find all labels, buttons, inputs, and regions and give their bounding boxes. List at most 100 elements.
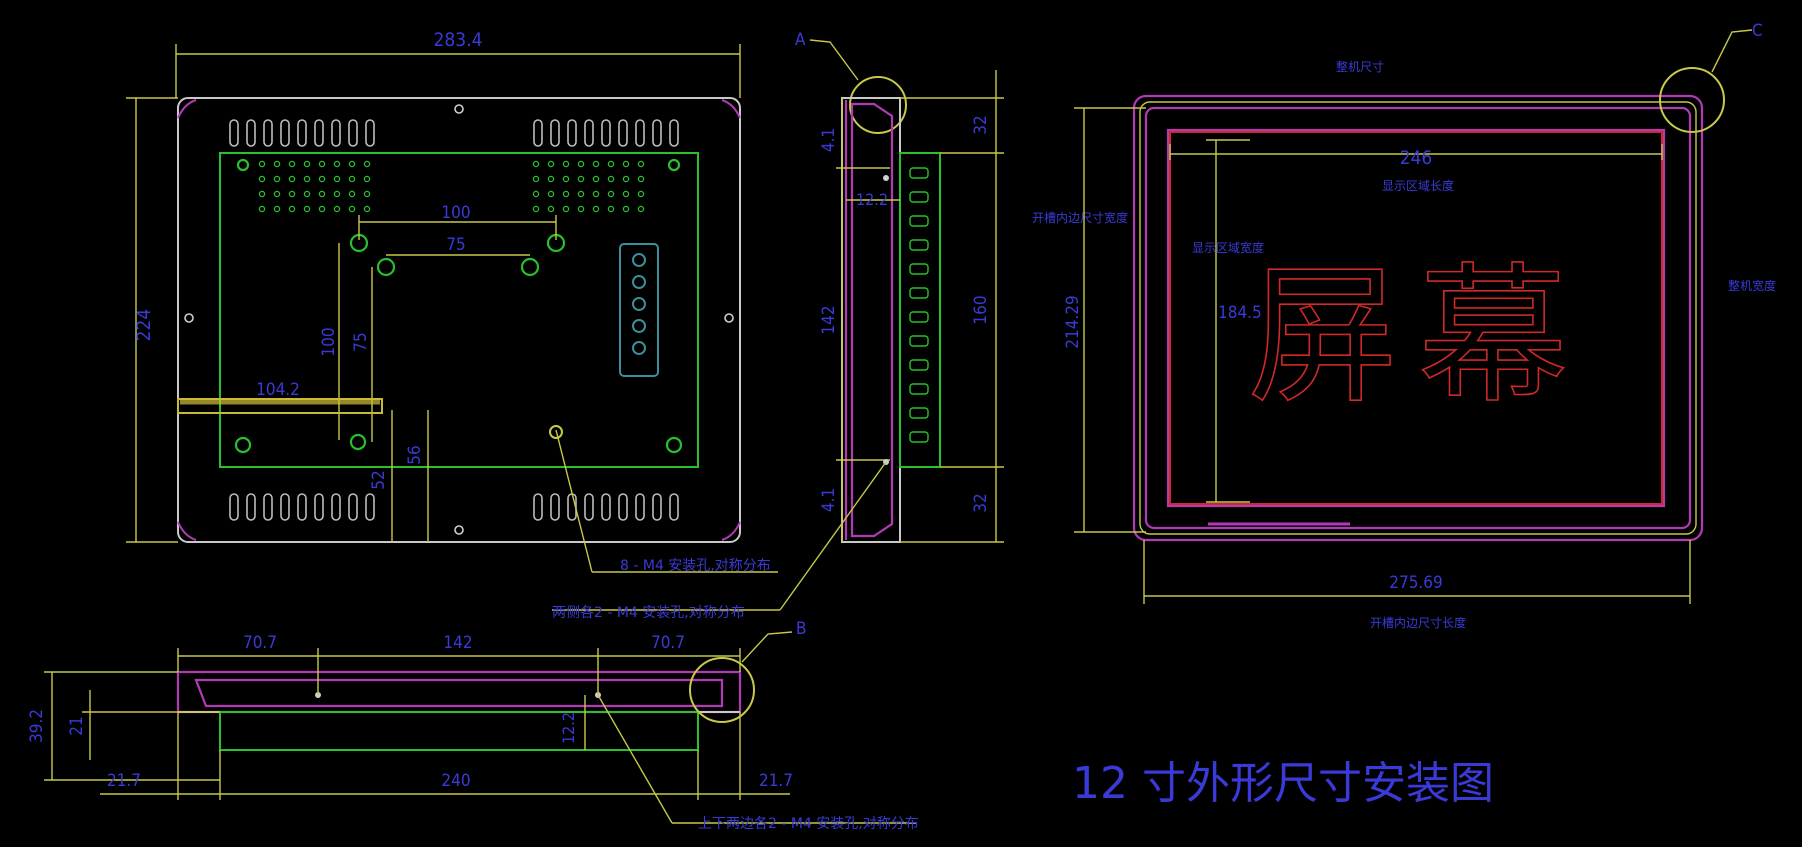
pcb-board bbox=[219, 152, 699, 468]
dim-vesa-75-v: 75 bbox=[351, 267, 373, 442]
connector bbox=[619, 243, 659, 377]
pcb-dot bbox=[288, 160, 296, 168]
pcb-dot bbox=[258, 175, 266, 183]
pcb-dot bbox=[363, 190, 371, 198]
bottom-base-width: 240 bbox=[441, 771, 470, 791]
pcb-dot bbox=[333, 190, 341, 198]
pcb-dot bbox=[592, 160, 600, 168]
vent-slot bbox=[348, 493, 358, 521]
leader-mount-holes: 8 - M4 安装孔,对称分布 bbox=[549, 425, 778, 574]
side-bottom-small: 4.1 bbox=[819, 488, 839, 512]
pcb-dot bbox=[607, 205, 615, 213]
dim-front-width: 283.4 bbox=[175, 29, 741, 98]
offset-y1-label: 52 bbox=[369, 470, 389, 489]
dim-screen-height: 214.29 bbox=[1063, 107, 1146, 533]
opening-height-label: 184.5 bbox=[1218, 303, 1262, 323]
pcb-dot bbox=[637, 205, 645, 213]
vent-slot bbox=[601, 119, 611, 147]
screen-groove bbox=[1139, 101, 1697, 535]
vent-slot bbox=[550, 493, 560, 521]
vent-slot bbox=[297, 493, 307, 521]
housing-holes bbox=[184, 104, 734, 535]
pcb-dot bbox=[547, 190, 555, 198]
side-bottom-right: 32 bbox=[971, 493, 991, 512]
dim-screen-width: 275.69 bbox=[1143, 540, 1691, 604]
top-bottom-holes-note: 上下两边各2 - M4 安装孔,对称分布 bbox=[698, 816, 919, 832]
side-view: A 32 160 32 4.1 12.2 142 4.1 bbox=[552, 30, 1004, 621]
vesa-inner-label: 75 bbox=[446, 235, 465, 255]
pcb-dot bbox=[363, 160, 371, 168]
dim-bottom-lower: 21.7 240 21.7 bbox=[100, 712, 793, 800]
pcb-dot bbox=[273, 160, 281, 168]
pcb-component bbox=[909, 287, 929, 299]
vent-slot bbox=[314, 119, 324, 147]
pcb-dot bbox=[607, 190, 615, 198]
vent-slot bbox=[652, 493, 662, 521]
pcb-dot bbox=[577, 160, 585, 168]
dim-front-height: 224 bbox=[126, 97, 178, 543]
pcb-dot bbox=[333, 160, 341, 168]
pcb-dot bbox=[577, 190, 585, 198]
vent-slot bbox=[618, 119, 628, 147]
vent-slot bbox=[618, 493, 628, 521]
pcb-component bbox=[909, 215, 929, 227]
vent-slot bbox=[584, 119, 594, 147]
dim-offset-y: 52 56 bbox=[369, 410, 429, 542]
pcb-component bbox=[909, 383, 929, 395]
pcb-dot bbox=[288, 175, 296, 183]
bottom-mid-span: 142 bbox=[443, 633, 472, 653]
bottom-right-margin: 21.7 bbox=[759, 771, 793, 791]
vent-slot bbox=[314, 493, 324, 521]
vent-slot bbox=[365, 119, 375, 147]
vent-slot bbox=[229, 493, 239, 521]
vent-slot bbox=[297, 119, 307, 147]
vent-slot bbox=[533, 493, 543, 521]
pcb-dot bbox=[607, 175, 615, 183]
vesa-holes bbox=[234, 158, 683, 454]
pcb-dot bbox=[562, 205, 570, 213]
pcb-dots bbox=[258, 160, 645, 213]
pcb-dot bbox=[303, 190, 311, 198]
vent-slot bbox=[348, 119, 358, 147]
pcb-component bbox=[909, 407, 929, 419]
vent-slot bbox=[669, 493, 679, 521]
pcb-dot bbox=[547, 175, 555, 183]
connector-pins bbox=[632, 253, 646, 355]
detail-circle-b bbox=[689, 657, 755, 723]
side-mid-height: 142 bbox=[819, 305, 839, 334]
pcb-component bbox=[909, 239, 929, 251]
screen-height-label: 214.29 bbox=[1063, 295, 1083, 349]
vent-slot bbox=[635, 119, 645, 147]
corner-marks bbox=[177, 99, 741, 541]
pcb-dot bbox=[592, 190, 600, 198]
side-top-small: 4.1 bbox=[819, 128, 839, 152]
vesa-outer-label: 100 bbox=[441, 203, 470, 223]
vent-slot bbox=[365, 493, 375, 521]
vesa-outer-v-label: 100 bbox=[319, 327, 339, 356]
left-note: 开槽内边尺寸宽度 bbox=[1032, 210, 1128, 225]
pcb-dot bbox=[318, 175, 326, 183]
pcb-dot bbox=[562, 190, 570, 198]
pcb-dot bbox=[592, 175, 600, 183]
pcb-dot bbox=[318, 190, 326, 198]
pcb-dot bbox=[318, 205, 326, 213]
side-mid-small: 12.2 bbox=[856, 190, 888, 209]
dim-side-right: 32 160 32 bbox=[900, 70, 1004, 543]
pcb-dot bbox=[562, 175, 570, 183]
leader-top-bottom-holes: 上下两边各2 - M4 安装孔,对称分布 bbox=[597, 694, 919, 832]
screen-label: 屏幕 bbox=[1248, 250, 1588, 424]
bottom-view: 70.7 142 70.7 39.2 21 12.2 21.7 240 bbox=[27, 619, 919, 832]
pcb-dot bbox=[258, 160, 266, 168]
side-right-height: 160 bbox=[971, 295, 991, 324]
vent-slot bbox=[533, 119, 543, 147]
front-width-label: 283.4 bbox=[434, 29, 483, 51]
vent-slot bbox=[280, 493, 290, 521]
vesa-inner-v-label: 75 bbox=[351, 332, 371, 351]
callout-a: A bbox=[795, 30, 806, 50]
side-pcb bbox=[899, 152, 941, 468]
detail-circle-c bbox=[1659, 67, 1725, 133]
screen-bezel-outer bbox=[1132, 94, 1704, 542]
pcb-dot bbox=[547, 160, 555, 168]
pcb-component bbox=[909, 335, 929, 347]
pcb-dot bbox=[333, 175, 341, 183]
